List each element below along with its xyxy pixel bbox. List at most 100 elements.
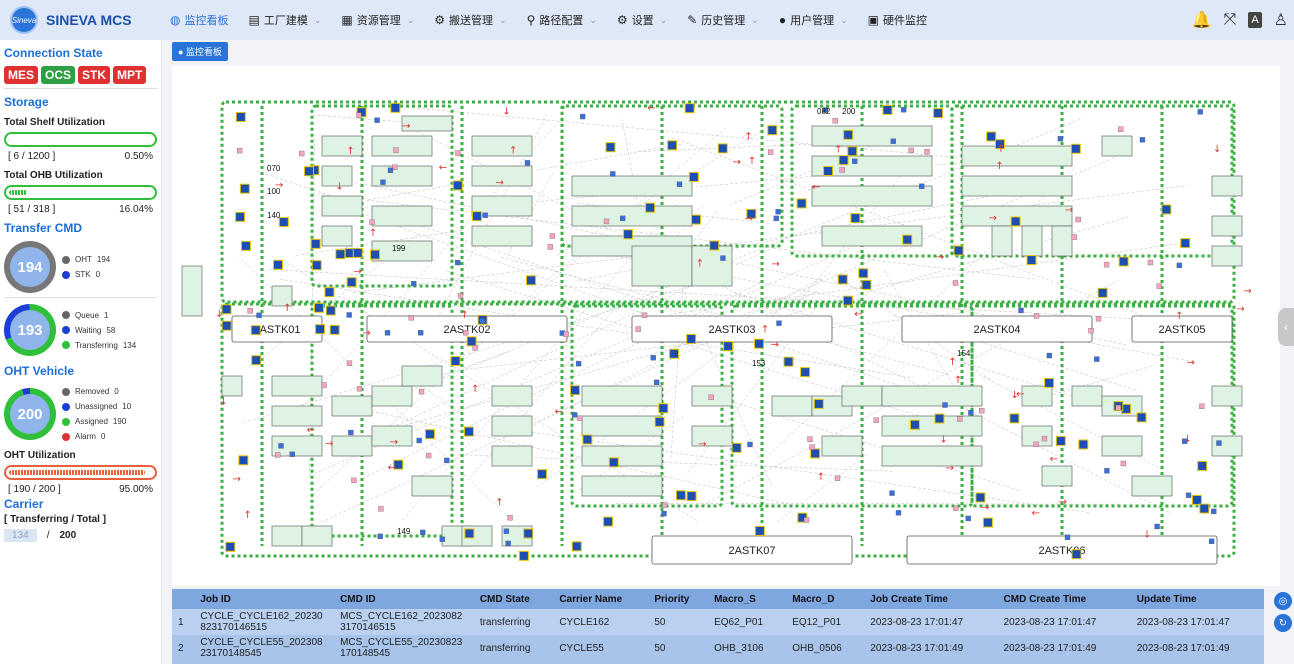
port xyxy=(321,382,327,388)
col-header[interactable]: CMD ID xyxy=(334,589,474,609)
port xyxy=(416,437,422,444)
fullscreen-icon[interactable]: ⤧ xyxy=(1223,11,1237,28)
tab-monitor[interactable]: ● 监控看板 xyxy=(172,41,228,61)
port xyxy=(834,475,841,481)
nav-icon: ▦ xyxy=(341,13,353,27)
port xyxy=(650,355,656,361)
bell-icon[interactable]: 🔔 xyxy=(1191,12,1212,29)
col-header[interactable]: Update Time xyxy=(1130,589,1264,609)
oht-vehicle xyxy=(667,140,678,151)
nav-item-2[interactable]: ▦资源管理⌄ xyxy=(331,0,424,40)
oht-vehicle xyxy=(324,287,335,298)
port xyxy=(942,402,948,408)
equipment-zone xyxy=(471,165,533,187)
nav-item-0[interactable]: ◍监控看板 xyxy=(160,0,238,40)
oht-util-values: [ 190 / 200 ]95.00% xyxy=(4,484,157,495)
oht-vehicle xyxy=(315,324,326,335)
oht-vehicle xyxy=(390,102,401,113)
route-line xyxy=(447,271,918,416)
nav-item-7[interactable]: ●用户管理⌄ xyxy=(769,0,858,40)
nav-item-1[interactable]: ▤工厂建模⌄ xyxy=(238,0,331,40)
port xyxy=(457,293,464,299)
oht-vehicle xyxy=(813,398,824,409)
legend-value: 58 xyxy=(106,325,116,335)
col-header[interactable]: Job Create Time xyxy=(864,589,998,609)
col-header[interactable]: Macro_S xyxy=(708,589,787,609)
logo-icon: Sineva xyxy=(10,6,38,34)
equipment-zone xyxy=(371,385,413,407)
nav-item-8[interactable]: ▣硬件监控 xyxy=(858,0,937,40)
equipment-zone xyxy=(371,135,433,157)
port xyxy=(346,360,353,366)
col-header[interactable]: Carrier Name xyxy=(553,589,649,609)
oht-vehicle xyxy=(311,260,322,271)
port xyxy=(908,147,914,154)
col-header[interactable]: CMD State xyxy=(473,589,554,609)
direction-arrow: → xyxy=(362,328,370,339)
map-label: 140 xyxy=(267,211,281,220)
ohb-util-fill xyxy=(9,190,27,195)
port xyxy=(901,107,907,113)
oht-vehicle xyxy=(370,249,381,260)
direction-arrow: → xyxy=(1236,304,1244,315)
nav-icon: ▤ xyxy=(248,13,260,27)
collapse-panel-icon[interactable]: ‹ xyxy=(1278,308,1294,346)
oht-vehicle xyxy=(250,325,261,336)
table-cell: MCS_CYCLE55_20230823170148545 xyxy=(334,635,474,661)
nav-label: 用户管理 xyxy=(790,15,835,27)
port xyxy=(610,171,616,177)
table-cell: OHB_0506 xyxy=(786,635,865,661)
oht-vehicle xyxy=(221,304,232,315)
translate-icon[interactable]: A xyxy=(1248,12,1262,28)
refresh-icon[interactable]: ↻ xyxy=(1274,614,1292,632)
port xyxy=(507,515,513,521)
port xyxy=(775,209,781,215)
nav-icon: ▣ xyxy=(867,13,879,27)
brand[interactable]: Sineva SINEVA MCS xyxy=(0,6,160,34)
top-bar: Sineva SINEVA MCS ◍监控看板▤工厂建模⌄▦资源管理⌄⚙搬送管理… xyxy=(0,0,1294,40)
port xyxy=(463,329,469,336)
legend-label: Removed xyxy=(75,387,110,396)
legend-value: 190 xyxy=(112,417,127,426)
table-cell: 2023-08-23 17:01:47 xyxy=(997,609,1131,635)
nav-item-5[interactable]: ⚙设置⌄ xyxy=(607,0,677,40)
col-header[interactable]: CMD Create Time xyxy=(997,589,1131,609)
connection-title: Connection State xyxy=(4,46,103,60)
port xyxy=(676,181,683,187)
port xyxy=(1156,283,1162,289)
nav-item-4[interactable]: ⚲路径配置⌄ xyxy=(517,0,607,40)
port xyxy=(952,280,959,286)
port xyxy=(393,147,399,153)
port xyxy=(356,112,362,118)
direction-arrow: ← xyxy=(1032,508,1040,519)
oht-vehicle xyxy=(861,279,872,290)
col-header[interactable]: Job ID xyxy=(194,589,335,609)
equipment-zone xyxy=(331,395,373,417)
oht-vehicle xyxy=(843,129,854,140)
port xyxy=(1075,216,1081,223)
equipment-zone xyxy=(411,475,453,497)
legend-dot xyxy=(62,341,70,349)
fab-layout-map[interactable]: 2ASTK012ASTK022ASTK032ASTK042ASTK052ASTK… xyxy=(172,66,1280,586)
equipment-zone xyxy=(331,435,373,457)
nav-label: 设置 xyxy=(631,15,654,27)
user-icon[interactable]: ♙ xyxy=(1273,12,1288,29)
equipment-zone xyxy=(881,445,983,467)
nav-item-3[interactable]: ⚙搬送管理⌄ xyxy=(424,0,516,40)
settings-icon[interactable]: ◎ xyxy=(1274,592,1292,610)
col-header[interactable] xyxy=(172,589,195,609)
direction-arrow: → xyxy=(495,177,503,188)
table-cell: 2023-08-23 17:01:47 xyxy=(864,609,998,635)
equipment-zone xyxy=(401,115,453,132)
col-header[interactable]: Priority xyxy=(648,589,709,609)
port xyxy=(563,331,569,338)
nav-item-6[interactable]: ✎历史管理⌄ xyxy=(677,0,769,40)
col-header[interactable]: Macro_D xyxy=(786,589,865,609)
map-label: 153 xyxy=(752,359,766,368)
stocker-box xyxy=(651,535,853,565)
chevron-down-icon: ⌄ xyxy=(589,14,597,25)
oht-vehicle xyxy=(654,416,665,427)
